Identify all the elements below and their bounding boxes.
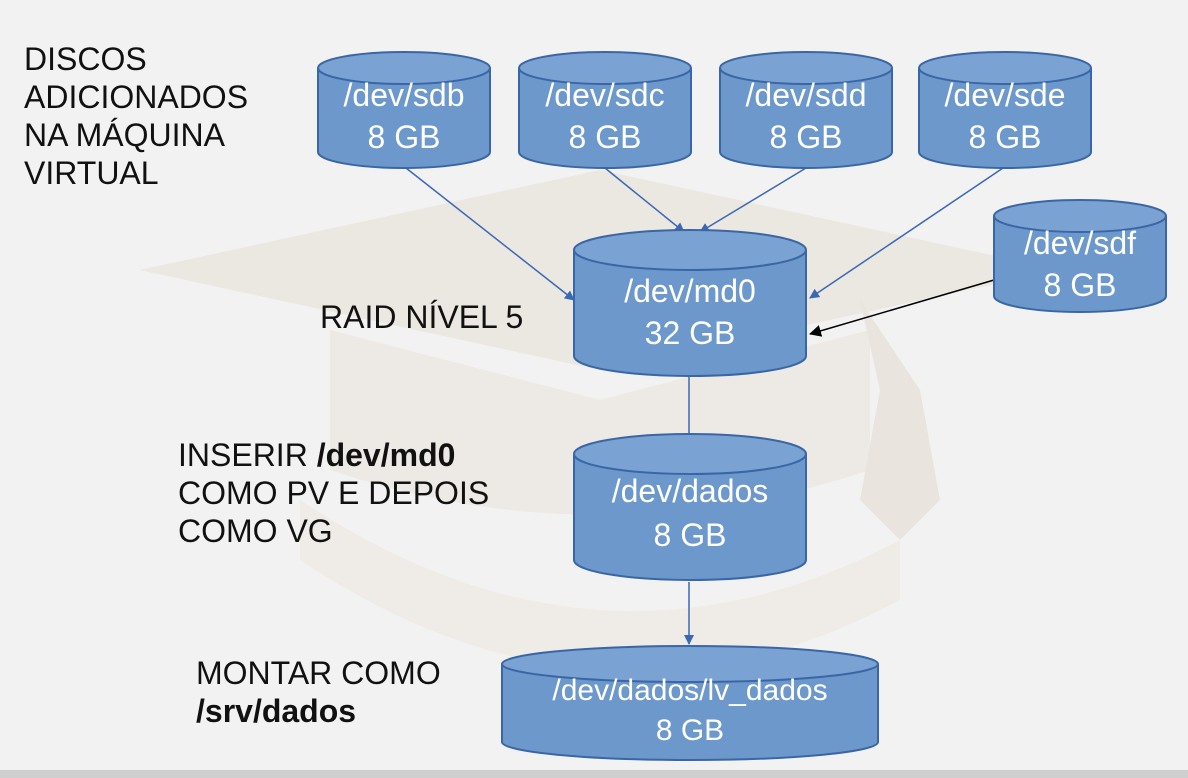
inserir-line-2: COMO PV E DEPOIS (178, 475, 490, 511)
arrow-sdc-to-md0 (604, 167, 685, 233)
montar-label: MONTAR COMO /srv/dados (196, 654, 441, 730)
arrow-sde-to-md0 (809, 167, 1004, 299)
discos-line-2: ADICIONADOS (24, 79, 249, 115)
disk-sdb-name: /dev/sdb (344, 77, 465, 113)
disk-lv-dados: /dev/dados/lv_dados 8 GB (501, 645, 879, 761)
disk-sdb-size: 8 GB (368, 119, 441, 155)
bottom-bar (0, 770, 1188, 778)
discos-line-1: DISCOS (24, 41, 147, 77)
disk-sdc: /dev/sdc 8 GB (518, 51, 692, 169)
arrow-sdb-to-md0 (405, 167, 575, 301)
arrow-sdf-to-md0 (809, 279, 995, 337)
inserir-label: INSERIR /dev/md0 COMO PV E DEPOIS COMO V… (178, 436, 489, 550)
discos-label: DISCOS ADICIONADOS NA MÁQUINA VIRTUAL (24, 40, 248, 192)
disk-sdf: /dev/sdf 8 GB (993, 199, 1167, 313)
disk-sdd-name: /dev/sdd (746, 77, 867, 113)
disk-dados-size: 8 GB (654, 517, 727, 553)
montar-line-1: MONTAR COMO (196, 655, 441, 691)
disk-sdc-name: /dev/sdc (545, 77, 664, 113)
disk-dados-name: /dev/dados (612, 473, 769, 509)
disk-sdd-size: 8 GB (770, 119, 843, 155)
raid-label: RAID NÍVEL 5 (320, 299, 524, 335)
disk-sde-size: 8 GB (969, 119, 1042, 155)
disk-sde-name: /dev/sde (945, 77, 1066, 113)
disk-sdf-name: /dev/sdf (1024, 225, 1136, 261)
disk-sdb: /dev/sdb 8 GB (317, 51, 491, 169)
disk-md0-name: /dev/md0 (624, 273, 756, 309)
inserir-prefix: INSERIR (178, 437, 317, 473)
disk-md0-size: 32 GB (645, 315, 736, 351)
disk-dados: /dev/dados 8 GB (573, 433, 807, 581)
disk-sdd: /dev/sdd 8 GB (719, 51, 893, 169)
disk-md0: /dev/md0 32 GB (573, 229, 807, 377)
discos-line-4: VIRTUAL (24, 155, 159, 191)
arrow-sdd-to-md0 (699, 167, 807, 233)
disk-sdf-size: 8 GB (1044, 267, 1117, 303)
disk-sde: /dev/sde 8 GB (918, 51, 1092, 169)
montar-path: /srv/dados (196, 693, 357, 729)
inserir-device: /dev/md0 (316, 437, 456, 473)
disk-lv-name: /dev/dados/lv_dados (552, 674, 827, 707)
discos-line-3: NA MÁQUINA (24, 117, 225, 153)
disk-sdc-size: 8 GB (569, 119, 642, 155)
inserir-line-3: COMO VG (178, 513, 333, 549)
disk-lv-size: 8 GB (656, 714, 724, 747)
